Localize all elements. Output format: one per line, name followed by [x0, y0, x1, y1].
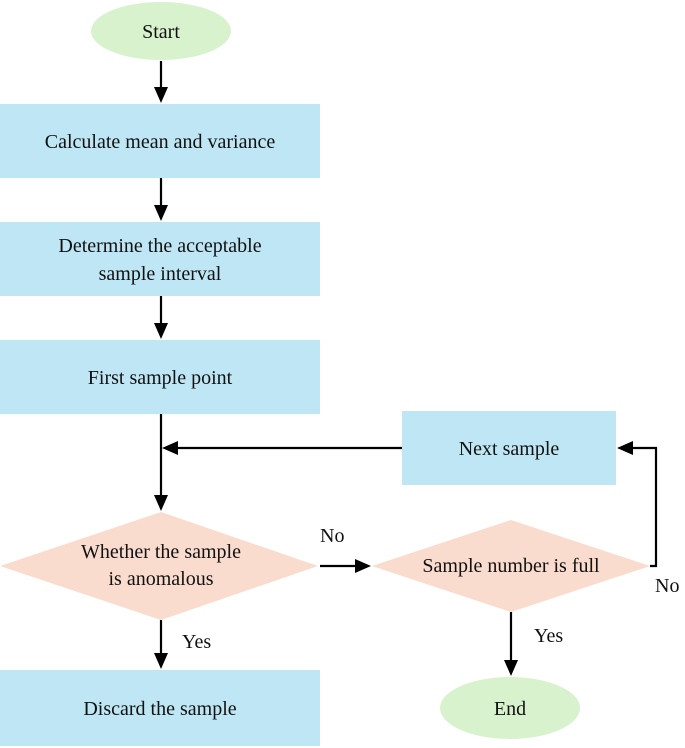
connector-calculate-to-determine [154, 178, 168, 221]
arrowhead-left-icon [162, 441, 178, 455]
arrowhead-down-icon [154, 653, 168, 669]
discard-node: Discard the sample [0, 670, 320, 746]
sample-full-node: Sample number is full [372, 520, 650, 612]
edge-label-whether-no: No [320, 525, 344, 547]
arrowhead-down-icon [154, 323, 168, 339]
first-sample-shape [0, 340, 320, 414]
whether-anomalous-node: Whether the sample is anomalous [0, 512, 318, 620]
discard-label: Discard the sample [83, 698, 236, 720]
arrowhead-down-icon [154, 495, 168, 511]
connector-full-to-next [617, 441, 658, 568]
next-sample-label: Next sample [459, 438, 560, 460]
whether-anomalous-shape [0, 512, 318, 620]
connector-next-to-main [162, 441, 402, 455]
connector-start-to-calculate [154, 61, 168, 103]
start-label: Start [142, 21, 180, 43]
calculate-shape [0, 104, 320, 178]
calculate-label: Calculate mean and variance [45, 131, 276, 153]
connector-first-to-whether [154, 414, 168, 511]
discard-shape [0, 670, 320, 746]
arrowhead-down-icon [504, 660, 518, 676]
connector-full-to-end [504, 612, 518, 676]
arrowhead-down-icon [154, 87, 168, 103]
end-label: End [494, 698, 526, 720]
edge-label-whether-yes: Yes [182, 631, 211, 653]
determine-label-line2: sample interval [99, 263, 222, 285]
start-shape [91, 2, 231, 60]
calculate-node: Calculate mean and variance [0, 104, 320, 178]
determine-shape [0, 222, 320, 296]
whether-anomalous-label-line2: is anomalous [109, 568, 214, 590]
edge-label-full-no: No [655, 575, 679, 597]
end-shape [440, 677, 580, 739]
arrowhead-down-icon [154, 205, 168, 221]
edge-label-full-yes: Yes [534, 625, 563, 647]
end-node: End [440, 677, 580, 739]
connector-determine-to-first [154, 296, 168, 339]
arrowhead-right-icon [355, 559, 371, 573]
determine-node: Determine the acceptable sample interval [0, 222, 320, 296]
arrowhead-left-icon [617, 441, 633, 455]
connector-whether-to-full [320, 559, 371, 573]
first-sample-label: First sample point [88, 367, 233, 389]
connector-whether-to-discard [154, 620, 168, 669]
first-sample-node: First sample point [0, 340, 320, 414]
determine-label-line1: Determine the acceptable [58, 235, 261, 257]
next-sample-node: Next sample [402, 411, 616, 485]
start-node: Start [91, 2, 231, 60]
sample-full-label: Sample number is full [422, 555, 600, 577]
sample-full-shape [372, 520, 650, 612]
whether-anomalous-label-line1: Whether the sample [81, 541, 241, 563]
next-sample-shape [402, 411, 616, 485]
